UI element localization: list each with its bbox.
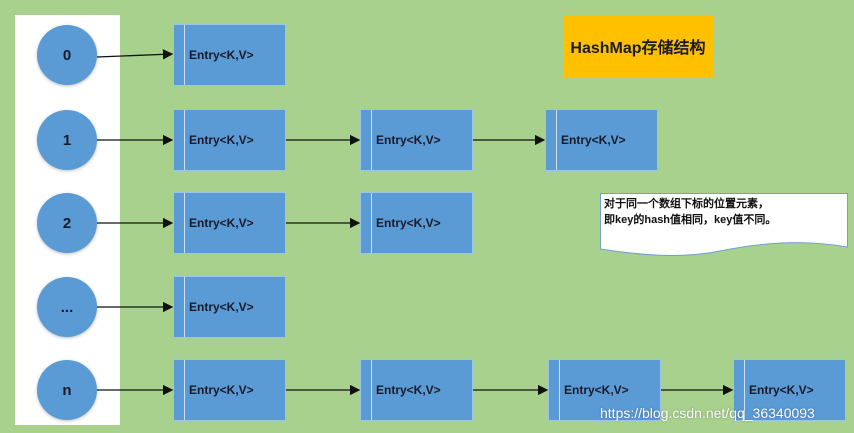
entry-node: Entry<K,V>	[173, 192, 286, 254]
entry-node: Entry<K,V>	[360, 192, 473, 254]
entry-node: Entry<K,V>	[360, 359, 473, 421]
note-callout: 对于同一个数组下标的位置元素， 即key的hash值相同，key值不同。	[600, 193, 848, 257]
bucket-0: 0	[37, 25, 97, 85]
watermark: https://blog.csdn.net/qq_36340093	[600, 405, 815, 421]
entry-label: Entry<K,V>	[189, 216, 254, 230]
bucket-3: ...	[37, 277, 97, 337]
entry-label: Entry<K,V>	[189, 133, 254, 147]
entry-label: Entry<K,V>	[189, 48, 254, 62]
entry-label: Entry<K,V>	[189, 300, 254, 314]
entry-label: Entry<K,V>	[749, 383, 814, 397]
entry-node: Entry<K,V>	[173, 24, 286, 86]
entry-label: Entry<K,V>	[564, 383, 629, 397]
entry-node: Entry<K,V>	[545, 109, 658, 171]
entry-node: Entry<K,V>	[173, 359, 286, 421]
entry-node: Entry<K,V>	[360, 109, 473, 171]
entry-label: Entry<K,V>	[376, 216, 441, 230]
entry-node: Entry<K,V>	[548, 359, 661, 421]
entry-node: Entry<K,V>	[173, 276, 286, 338]
entry-label: Entry<K,V>	[561, 133, 626, 147]
note-line-2: 即key的hash值相同，key值不同。	[604, 214, 777, 226]
bucket-2: 2	[37, 193, 97, 253]
link-arrow	[96, 49, 174, 60]
bucket-4: n	[37, 360, 97, 420]
entry-node: Entry<K,V>	[173, 109, 286, 171]
entry-label: Entry<K,V>	[376, 133, 441, 147]
note-line-1: 对于同一个数组下标的位置元素，	[604, 198, 769, 210]
bucket-1: 1	[37, 110, 97, 170]
entry-node: Entry<K,V>	[733, 359, 846, 421]
entry-label: Entry<K,V>	[376, 383, 441, 397]
entry-label: Entry<K,V>	[189, 383, 254, 397]
diagram-title: HashMap存储结构	[563, 15, 713, 77]
